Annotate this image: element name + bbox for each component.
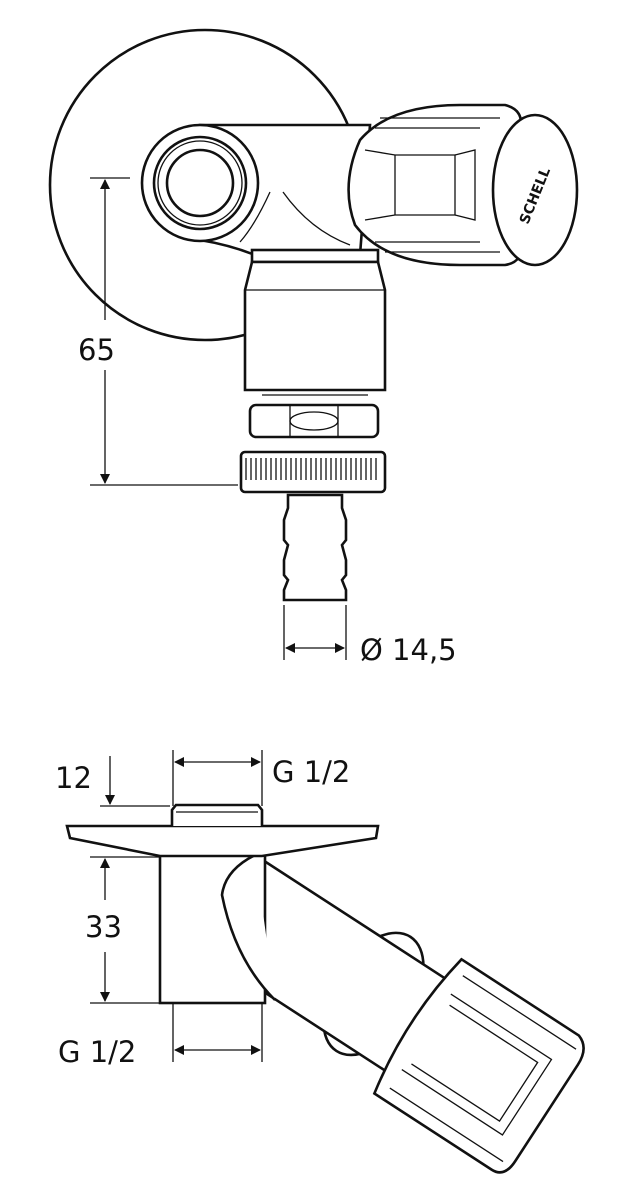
dimension-height: 65 [78, 177, 238, 486]
inlet-bore [165, 148, 235, 218]
dimension-hose-diameter: Ø 14,5 [283, 605, 457, 667]
side-knob-grip-lines [389, 975, 577, 1163]
inlet-ring-inner [152, 135, 248, 231]
inlet-ring [140, 123, 260, 243]
side-body-contour [220, 853, 276, 1001]
top-view: SCHELL 65 Ø 14,5 [48, 28, 579, 667]
knurled-ring [239, 450, 387, 494]
dimension-thread-depth: 12 [55, 756, 170, 807]
side-wall-plate [65, 824, 380, 858]
outlet-cylinder [243, 260, 387, 392]
side-view: 12 G 1/2 33 G 1/2 [55, 750, 585, 1174]
knob-recess [364, 149, 456, 221]
knob-grip-lines [375, 117, 500, 253]
dimension-inlet-thread: G 1/2 [172, 750, 350, 806]
dimension-outlet-thread: G 1/2 [58, 1003, 263, 1069]
hose-barb [282, 493, 348, 602]
handle-cap [491, 113, 579, 267]
dim-inlet-thread-label: G 1/2 [272, 755, 350, 789]
dim-height-label: 65 [78, 333, 115, 367]
inlet-ring-inner [157, 140, 243, 226]
knob-recess [394, 149, 476, 221]
side-handle-knob [372, 957, 585, 1174]
dim-body-height-label: 33 [85, 910, 122, 944]
hex-nut [248, 403, 380, 439]
body-contour-line [239, 191, 271, 243]
neck-collar [250, 248, 380, 264]
dim-hose-diameter-label: Ø 14,5 [360, 633, 457, 667]
body-contour-line [282, 191, 351, 246]
knurl-pattern [245, 458, 377, 480]
side-thread-stub [170, 803, 264, 826]
dim-thread-depth-label: 12 [55, 761, 92, 795]
dimension-body-height: 33 [85, 856, 160, 1004]
dim-outlet-thread-label: G 1/2 [58, 1035, 136, 1069]
